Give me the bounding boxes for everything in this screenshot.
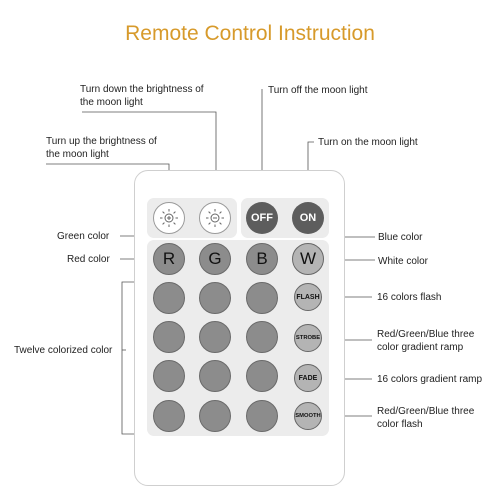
color-button[interactable] [199, 282, 231, 314]
color-button[interactable] [199, 321, 231, 353]
color-button[interactable] [246, 400, 278, 432]
page-title: Remote Control Instruction [125, 22, 375, 45]
color-button[interactable] [246, 282, 278, 314]
off-button[interactable]: OFF [246, 202, 278, 234]
label-green: Green color [57, 231, 110, 242]
strobe-button[interactable]: STROBE [294, 324, 322, 352]
label-blue: Blue color [378, 232, 423, 243]
green-button[interactable]: G [199, 243, 231, 275]
brightness-up-button[interactable] [153, 202, 185, 234]
sun-plus-icon [160, 209, 178, 227]
white-button[interactable]: W [292, 243, 324, 275]
fade-button[interactable]: FADE [294, 364, 322, 392]
label-turn-on: Turn on the moon light [318, 137, 418, 148]
label-turn-up: Turn up the brightness of the moon light [46, 136, 157, 160]
color-button[interactable] [199, 400, 231, 432]
label-strobe: Red/Green/Blue three color gradient ramp [377, 329, 475, 353]
color-button[interactable] [153, 360, 185, 392]
flash-button[interactable]: FLASH [294, 283, 322, 311]
smooth-button[interactable]: SMOOTH [294, 402, 322, 430]
label-white: White color [378, 256, 429, 267]
color-button[interactable] [153, 321, 185, 353]
color-button[interactable] [246, 321, 278, 353]
label-flash: 16 colors flash [377, 292, 442, 303]
blue-button[interactable]: B [246, 243, 278, 275]
label-turn-off: Turn off the moon light [268, 85, 368, 96]
color-button[interactable] [153, 400, 185, 432]
color-button[interactable] [153, 282, 185, 314]
label-twelve: Twelve colorized color [14, 345, 113, 356]
label-turn-down: Turn down the brightness of the moon lig… [80, 84, 204, 108]
label-fade: 16 colors gradient ramp [377, 374, 483, 385]
sun-minus-icon [206, 209, 224, 227]
label-red: Red color [67, 254, 110, 265]
label-smooth: Red/Green/Blue three color flash [377, 406, 475, 430]
leader-turn-down [82, 111, 217, 197]
color-button[interactable] [246, 360, 278, 392]
color-button[interactable] [199, 360, 231, 392]
on-button[interactable]: ON [292, 202, 324, 234]
red-button[interactable]: R [153, 243, 185, 275]
brightness-down-button[interactable] [199, 202, 231, 234]
